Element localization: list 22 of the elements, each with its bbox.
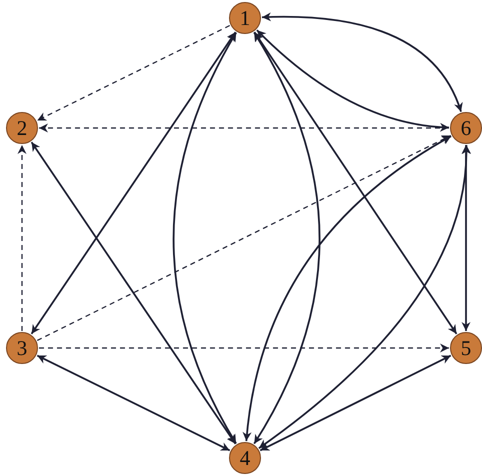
arrow bbox=[18, 145, 26, 331]
arrow bbox=[262, 12, 462, 112]
arrow bbox=[242, 135, 452, 442]
node-circle: 3 bbox=[6, 332, 38, 364]
arrow bbox=[256, 29, 450, 132]
arrow bbox=[36, 354, 230, 452]
arrow bbox=[36, 24, 230, 122]
arrow bbox=[30, 142, 236, 444]
arrow bbox=[172, 32, 237, 444]
node-circle: 6 bbox=[450, 112, 482, 144]
node-circle: 2 bbox=[6, 112, 38, 144]
arrow bbox=[36, 135, 452, 341]
arrow bbox=[253, 32, 320, 444]
node-circle: 5 bbox=[450, 332, 482, 364]
arrow bbox=[30, 32, 236, 334]
arrow bbox=[254, 32, 458, 334]
arrow bbox=[462, 145, 470, 331]
arrow bbox=[260, 354, 452, 452]
node-circle: 1 bbox=[229, 2, 261, 34]
arrow bbox=[39, 344, 449, 352]
arrow bbox=[258, 144, 471, 449]
node-circle: 4 bbox=[229, 442, 261, 474]
